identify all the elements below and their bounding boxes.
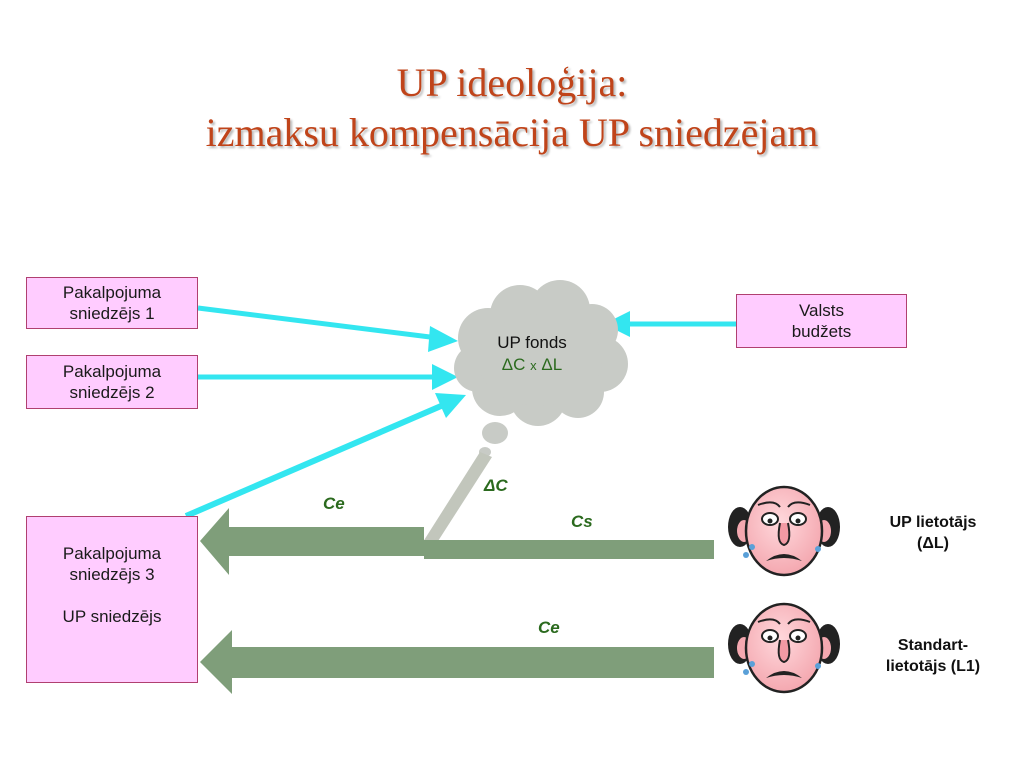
fund-label: UP fonds ΔC x ΔL xyxy=(470,332,594,377)
arrow-provider1-to-fund xyxy=(197,305,458,352)
budget-line-1: Valsts xyxy=(798,301,845,320)
budget-box: Valsts budžets xyxy=(736,294,907,348)
standard-user-line-2: lietotājs (L1) xyxy=(885,658,981,675)
provider-1-line-2: sniedzējs 1 xyxy=(69,304,155,323)
standard-user-label: Standart- lietotājs (L1) xyxy=(860,635,1006,677)
fund-formula-x: x xyxy=(530,358,537,373)
up-user-face-icon xyxy=(728,485,840,577)
provider-3-line-2: sniedzējs 3 xyxy=(69,565,155,584)
provider-3-box: Pakalpojuma sniedzējs 3 UP sniedzējs xyxy=(26,516,198,683)
fund-cloud xyxy=(454,280,628,457)
up-user-line-2: (ΔL) xyxy=(917,535,949,552)
ce-bottom-label: Ce xyxy=(538,618,560,637)
delta-c-label: ΔC xyxy=(484,476,508,495)
provider-2-line-1: Pakalpojuma xyxy=(62,362,162,381)
provider-1-line-1: Pakalpojuma xyxy=(62,283,162,302)
arrow-provider3-to-fund xyxy=(184,393,466,519)
title-line-1: UP ideoloģija: xyxy=(396,60,628,105)
standard-user-line-1: Standart- xyxy=(897,637,969,654)
ce-top-label: Ce xyxy=(323,494,345,513)
arrow-ce-top xyxy=(200,508,424,575)
delta-c-flow xyxy=(421,452,492,552)
slide-title: UP ideoloģija: izmaksu kompensācija UP s… xyxy=(0,58,1024,158)
up-user-label: UP lietotājs (ΔL) xyxy=(860,512,1006,554)
fund-name: UP fonds xyxy=(497,333,567,352)
provider-1-box: Pakalpojuma sniedzējs 1 xyxy=(26,277,198,329)
fund-formula: ΔC x ΔL xyxy=(470,354,594,377)
provider-3-line-1: Pakalpojuma xyxy=(62,544,162,563)
arrow-cs xyxy=(424,540,714,559)
arrow-provider2-to-fund xyxy=(198,364,458,390)
standard-user-face-icon xyxy=(728,602,840,694)
title-line-2: izmaksu kompensācija UP sniedzējam xyxy=(205,110,819,155)
provider-3-line-3: UP sniedzējs xyxy=(62,607,162,626)
arrow-budget-to-fund xyxy=(604,311,736,337)
arrow-ce-bottom xyxy=(200,630,714,694)
cs-label: Cs xyxy=(571,512,593,531)
budget-line-2: budžets xyxy=(791,322,852,341)
provider-2-box: Pakalpojuma sniedzējs 2 xyxy=(26,355,198,409)
provider-2-line-2: sniedzējs 2 xyxy=(69,383,155,402)
up-user-line-1: UP lietotājs xyxy=(889,514,977,531)
fund-formula-a: ΔC xyxy=(501,355,526,374)
fund-formula-b: ΔL xyxy=(541,355,563,374)
